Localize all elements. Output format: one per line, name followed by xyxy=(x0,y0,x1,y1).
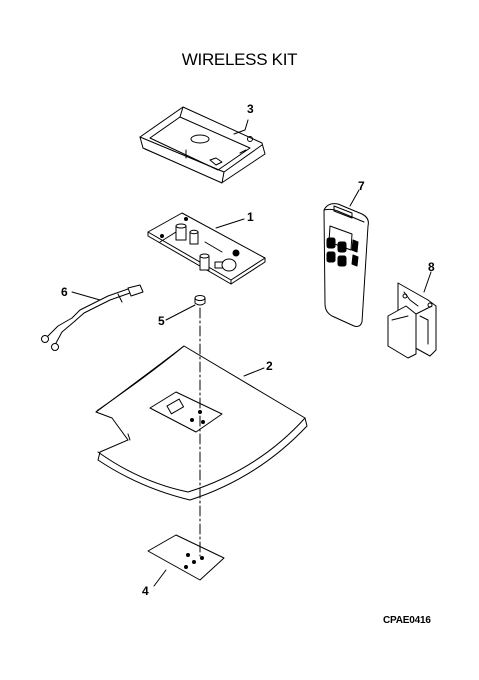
remote-controller-drawing xyxy=(323,203,369,327)
leader-line-4 xyxy=(153,569,167,587)
leader-line-8 xyxy=(423,271,432,293)
figure-code: CPAE0416 xyxy=(383,615,431,626)
leader-line-3 xyxy=(233,119,249,135)
screw-drawing xyxy=(194,295,206,306)
control-board-drawing xyxy=(147,212,266,285)
callout-6: 6 xyxy=(61,285,68,299)
callout-8: 8 xyxy=(428,260,435,274)
callout-3: 3 xyxy=(247,102,254,116)
diagram-title: WIRELESS KIT xyxy=(181,50,298,69)
remote-holder-drawing xyxy=(387,282,437,359)
leader-line-2 xyxy=(243,367,265,377)
wire-harness-drawing xyxy=(41,284,144,351)
leader-line-1 xyxy=(215,218,245,229)
receiver-case-drawing xyxy=(139,106,266,184)
callout-1: 1 xyxy=(247,210,254,224)
cover-panel-drawing xyxy=(95,345,308,501)
callout-5: 5 xyxy=(158,314,165,328)
callout-2: 2 xyxy=(266,359,273,373)
callout-7: 7 xyxy=(358,179,365,193)
leader-line-5 xyxy=(165,304,196,321)
callout-4: 4 xyxy=(142,584,149,598)
leader-line-7 xyxy=(349,189,360,207)
label-plate-drawing xyxy=(147,534,225,581)
leader-line-6 xyxy=(71,291,101,301)
